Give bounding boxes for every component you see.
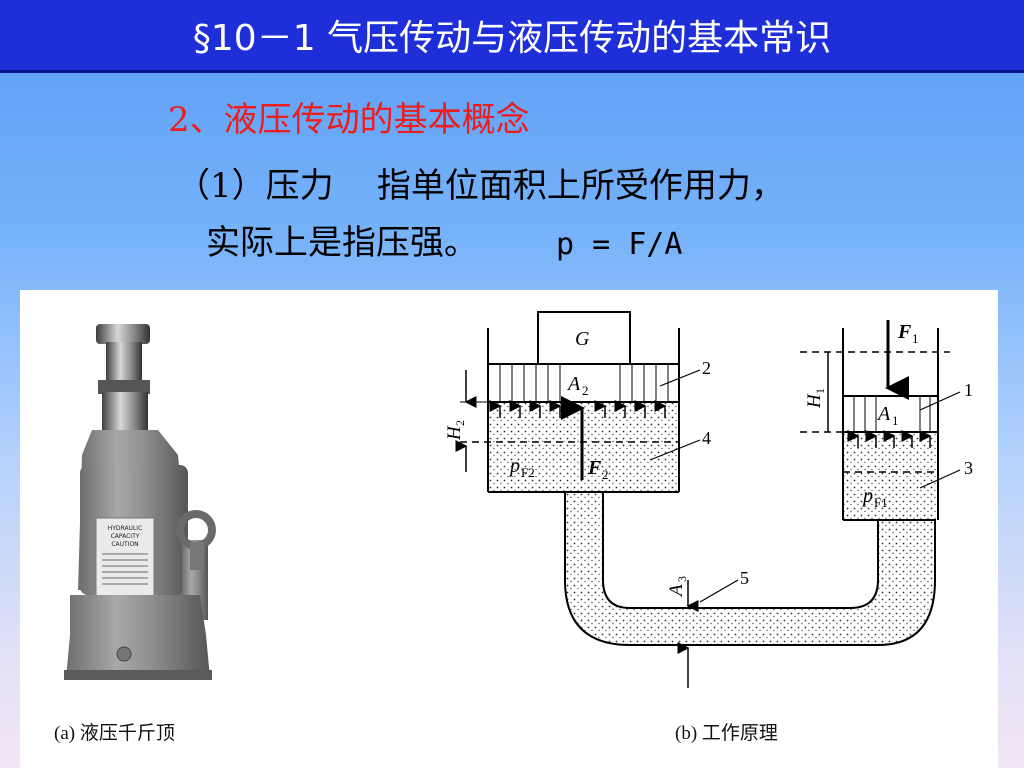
pressure-formula: p = F/A [556,227,683,262]
diagram-labels: G A 2 A 1 p F2 p F1 F 2 F 1 H 2 H 1 A 3 [444,321,973,598]
section-subtitle: 2、液压传动的基本概念 [168,100,530,140]
label-a1-sub: 1 [892,413,899,428]
label-f1-sub: 1 [912,331,919,346]
label-a2-sub: 2 [582,383,589,398]
figure-drawing: HYDRAULIC CAPACITY CAUTION [64,311,973,688]
part-number-3: 3 [964,458,973,478]
label-a1: A [876,403,891,425]
label-f1: F [897,321,912,343]
label-h1-sub: 1 [813,388,827,394]
label-g: G [575,328,590,350]
label-f2: F [587,457,602,479]
label-a3-sub: 3 [675,576,689,582]
label-h1: H [804,393,825,409]
label-pf2-sub: F2 [521,465,535,480]
definition-line-1: （1）压力 指单位面积上所受作用力， [176,166,785,206]
label-pf1-sub: F1 [874,495,888,510]
label-a2: A [566,373,581,395]
caption-hydraulic-jack: (a) 液压千斤顶 [54,723,175,744]
label-a3: A [666,584,687,598]
part-number-5: 5 [740,568,749,588]
jack-label-line2: CAPACITY [111,533,140,540]
caption-working-principle: (b) 工作原理 [675,723,778,744]
label-h2-sub: 2 [453,420,467,426]
hydraulic-figure: HYDRAULIC CAPACITY CAUTION [20,290,998,768]
working-principle-diagram [455,311,961,688]
hydraulic-jack-image: HYDRAULIC CAPACITY CAUTION [64,324,216,680]
label-h2: H [444,425,465,441]
label-pf1: p [861,485,873,507]
definition-line-2-text: 实际上是指压强。 [206,223,478,263]
slide-title-bar: §10－1 气压传动与液压传动的基本常识 [0,0,1024,73]
definition-line-2: 实际上是指压强。 p = F/A [206,215,682,264]
part-number-4: 4 [702,428,711,448]
part-number-1: 1 [964,380,973,400]
slide-title: §10－1 气压传动与液压传动的基本常识 [192,18,832,59]
part-number-2: 2 [702,358,711,378]
jack-label-line3: CAUTION [111,541,138,548]
label-pf2: p [508,455,520,477]
label-f2-sub: 2 [602,467,609,482]
jack-label-line1: HYDRAULIC [108,525,143,532]
